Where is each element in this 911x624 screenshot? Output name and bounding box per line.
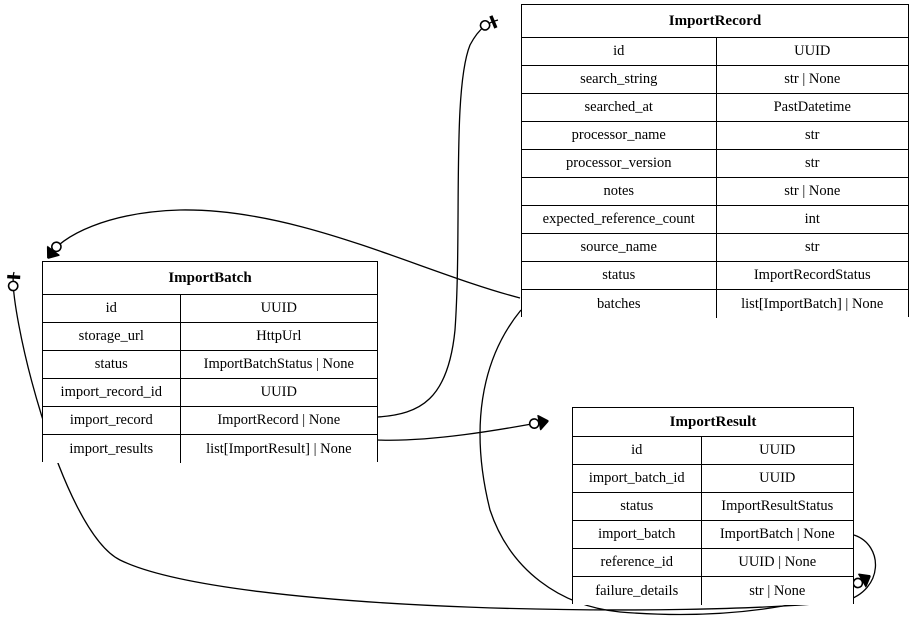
attribute-type: UUID (260, 384, 297, 400)
entity-title-import_result: ImportResult (573, 408, 853, 437)
attribute-type: ImportResultStatus (721, 498, 834, 514)
attribute-type: list[ImportResult] | None (206, 440, 352, 457)
relationship-line-batch-to-record (377, 19, 499, 418)
attribute-type: PastDatetime (773, 99, 851, 115)
attribute-name: status (573, 493, 702, 520)
relationship-line-record-batches-to-batch (47, 209, 521, 299)
attribute-name: processor_name (522, 122, 717, 149)
attribute-row[interactable]: status ImportRecordStatus (522, 262, 908, 290)
one-bar-icon (7, 274, 21, 280)
attribute-row[interactable]: id UUID (43, 295, 377, 323)
attribute-name: import_results (43, 435, 181, 463)
attribute-type: str | None (749, 582, 806, 599)
attribute-row[interactable]: expected_reference_count int (522, 206, 908, 234)
crows-foot-fill-icon (857, 573, 871, 588)
attribute-name: notes (522, 178, 717, 205)
attribute-row[interactable]: status ImportBatchStatus | None (43, 351, 377, 379)
attribute-type: UUID (759, 442, 796, 458)
relationship-line-batch-results-to-result (377, 420, 549, 441)
attribute-row[interactable]: search_string str | None (522, 66, 908, 94)
attribute-name: import_batch_id (573, 465, 702, 492)
attribute-row[interactable]: import_batch_id UUID (573, 465, 853, 493)
attribute-row[interactable]: id UUID (573, 437, 853, 465)
attribute-name: import_batch (573, 521, 702, 548)
zero-circle-icon (479, 19, 491, 31)
attribute-type: HttpUrl (256, 328, 302, 344)
attribute-type: list[ImportBatch] | None (741, 295, 884, 312)
attribute-type: ImportBatchStatus | None (203, 356, 354, 372)
attribute-name: source_name (522, 234, 717, 261)
crows-foot-fill-icon (47, 245, 61, 259)
attribute-name: batches (522, 290, 717, 318)
attribute-type: str (805, 239, 820, 255)
entity-title-import_record: ImportRecord (522, 5, 908, 38)
attribute-type: str (805, 155, 820, 171)
attribute-name: search_string (522, 66, 717, 93)
entity-title-import_batch: ImportBatch (43, 262, 377, 295)
attribute-name: id (43, 295, 181, 322)
attribute-name: id (522, 38, 717, 65)
attribute-type: ImportRecordStatus (753, 267, 871, 283)
cardinality-marker-batch-to-record (479, 15, 498, 31)
cardinality-marker-batch-results-to-result (528, 414, 549, 431)
attribute-type: str | None (784, 71, 841, 87)
attribute-row[interactable]: id UUID (522, 38, 908, 66)
attribute-name: storage_url (43, 323, 181, 350)
attribute-row[interactable]: source_name str (522, 234, 908, 262)
zero-circle-icon (528, 418, 540, 429)
attribute-row[interactable]: searched_at PastDatetime (522, 94, 908, 122)
crows-foot-fill-icon (537, 414, 549, 431)
cardinality-marker-record-batches-to-batch (46, 241, 62, 259)
attribute-row[interactable]: import_record ImportRecord | None (43, 407, 377, 435)
attribute-row[interactable]: storage_url HttpUrl (43, 323, 377, 351)
attribute-name: import_record_id (43, 379, 181, 406)
attribute-name: reference_id (573, 549, 702, 576)
attribute-name: import_record (43, 407, 181, 434)
attribute-type: str (805, 127, 820, 143)
attribute-type: int (804, 211, 820, 227)
attribute-type: UUID (260, 300, 297, 316)
attribute-name: status (522, 262, 717, 289)
cardinality-marker-result-batch-to-batch (7, 274, 21, 292)
attribute-type: ImportRecord | None (217, 412, 341, 428)
attribute-type: ImportBatch | None (719, 526, 835, 542)
one-bar-icon (489, 15, 498, 29)
attribute-type: str | None (784, 183, 841, 199)
attribute-type: UUID (759, 470, 796, 486)
attribute-name: id (573, 437, 702, 464)
attribute-row[interactable]: processor_name str (522, 122, 908, 150)
attribute-row[interactable]: import_results list[ImportResult] | None (43, 435, 377, 463)
relationship-line-record-to-result (479, 309, 871, 616)
attribute-row[interactable]: processor_version str (522, 150, 908, 178)
attribute-name: failure_details (573, 577, 702, 605)
attribute-row[interactable]: notes str | None (522, 178, 908, 206)
zero-circle-icon (7, 280, 19, 292)
attribute-row[interactable]: batches list[ImportBatch] | None (522, 290, 908, 318)
attribute-name: expected_reference_count (522, 206, 717, 233)
cardinality-marker-record-to-result (852, 573, 871, 589)
attribute-name: status (43, 351, 181, 378)
attribute-row[interactable]: import_batch ImportBatch | None (573, 521, 853, 549)
attribute-row[interactable]: import_record_id UUID (43, 379, 377, 407)
attribute-type: UUID (794, 43, 831, 59)
attribute-row[interactable]: failure_details str | None (573, 577, 853, 605)
attribute-row[interactable]: reference_id UUID | None (573, 549, 853, 577)
attribute-name: processor_version (522, 150, 717, 177)
attribute-row[interactable]: status ImportResultStatus (573, 493, 853, 521)
attribute-name: searched_at (522, 94, 717, 121)
attribute-type: UUID | None (738, 554, 817, 570)
